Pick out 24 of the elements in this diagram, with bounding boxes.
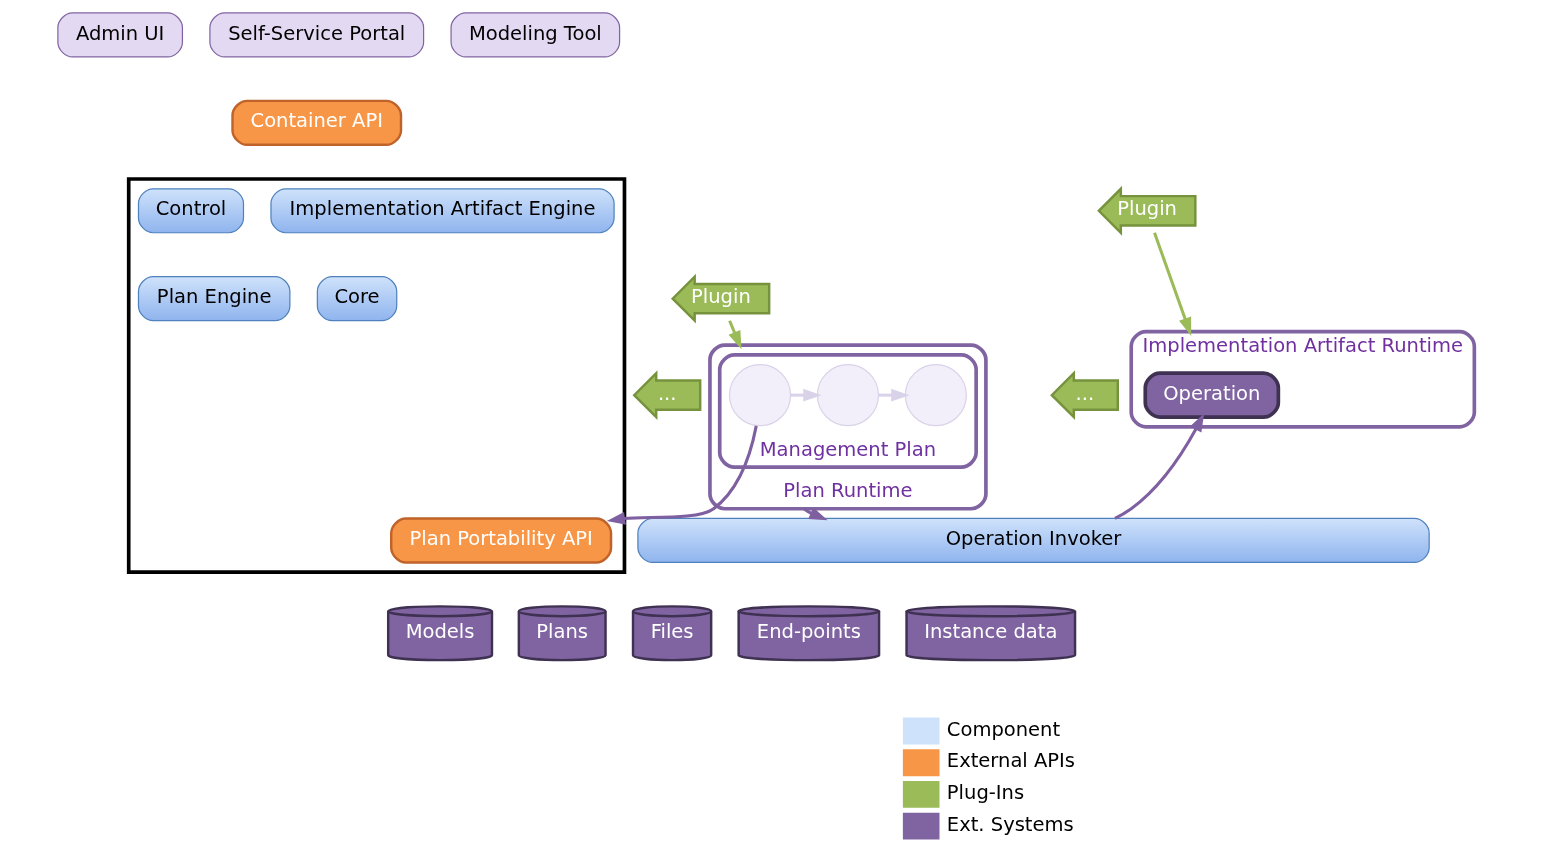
node-box: Operation Invoker <box>636 517 1430 564</box>
node-box: Plan Engine <box>137 276 290 322</box>
node-box: Core <box>316 276 397 322</box>
node-box: Admin UI <box>56 12 183 58</box>
arrow <box>1152 232 1191 336</box>
node-box: Plan Portability API <box>389 517 612 564</box>
legend-label: External APIs <box>946 749 1075 773</box>
legend-label: Plug-Ins <box>946 781 1024 805</box>
node-circle <box>904 364 967 427</box>
legend-label: Ext. Systems <box>946 812 1074 836</box>
arrow <box>727 320 741 350</box>
legend-label: Component <box>946 717 1060 741</box>
node-box: Operation <box>1142 371 1280 419</box>
node-box: Container API <box>230 99 402 147</box>
node-circle <box>816 364 879 427</box>
node-circle <box>728 364 791 427</box>
node-box: Modeling Tool <box>449 12 620 58</box>
node-box: Control <box>137 188 244 234</box>
arrow <box>878 388 910 402</box>
cluster: Management Plan <box>717 353 978 469</box>
node-box: Self-Service Portal <box>208 12 424 58</box>
arrow <box>1113 413 1204 520</box>
arrow <box>606 425 758 525</box>
node-box: Implementation Artifact Engine <box>269 188 615 234</box>
